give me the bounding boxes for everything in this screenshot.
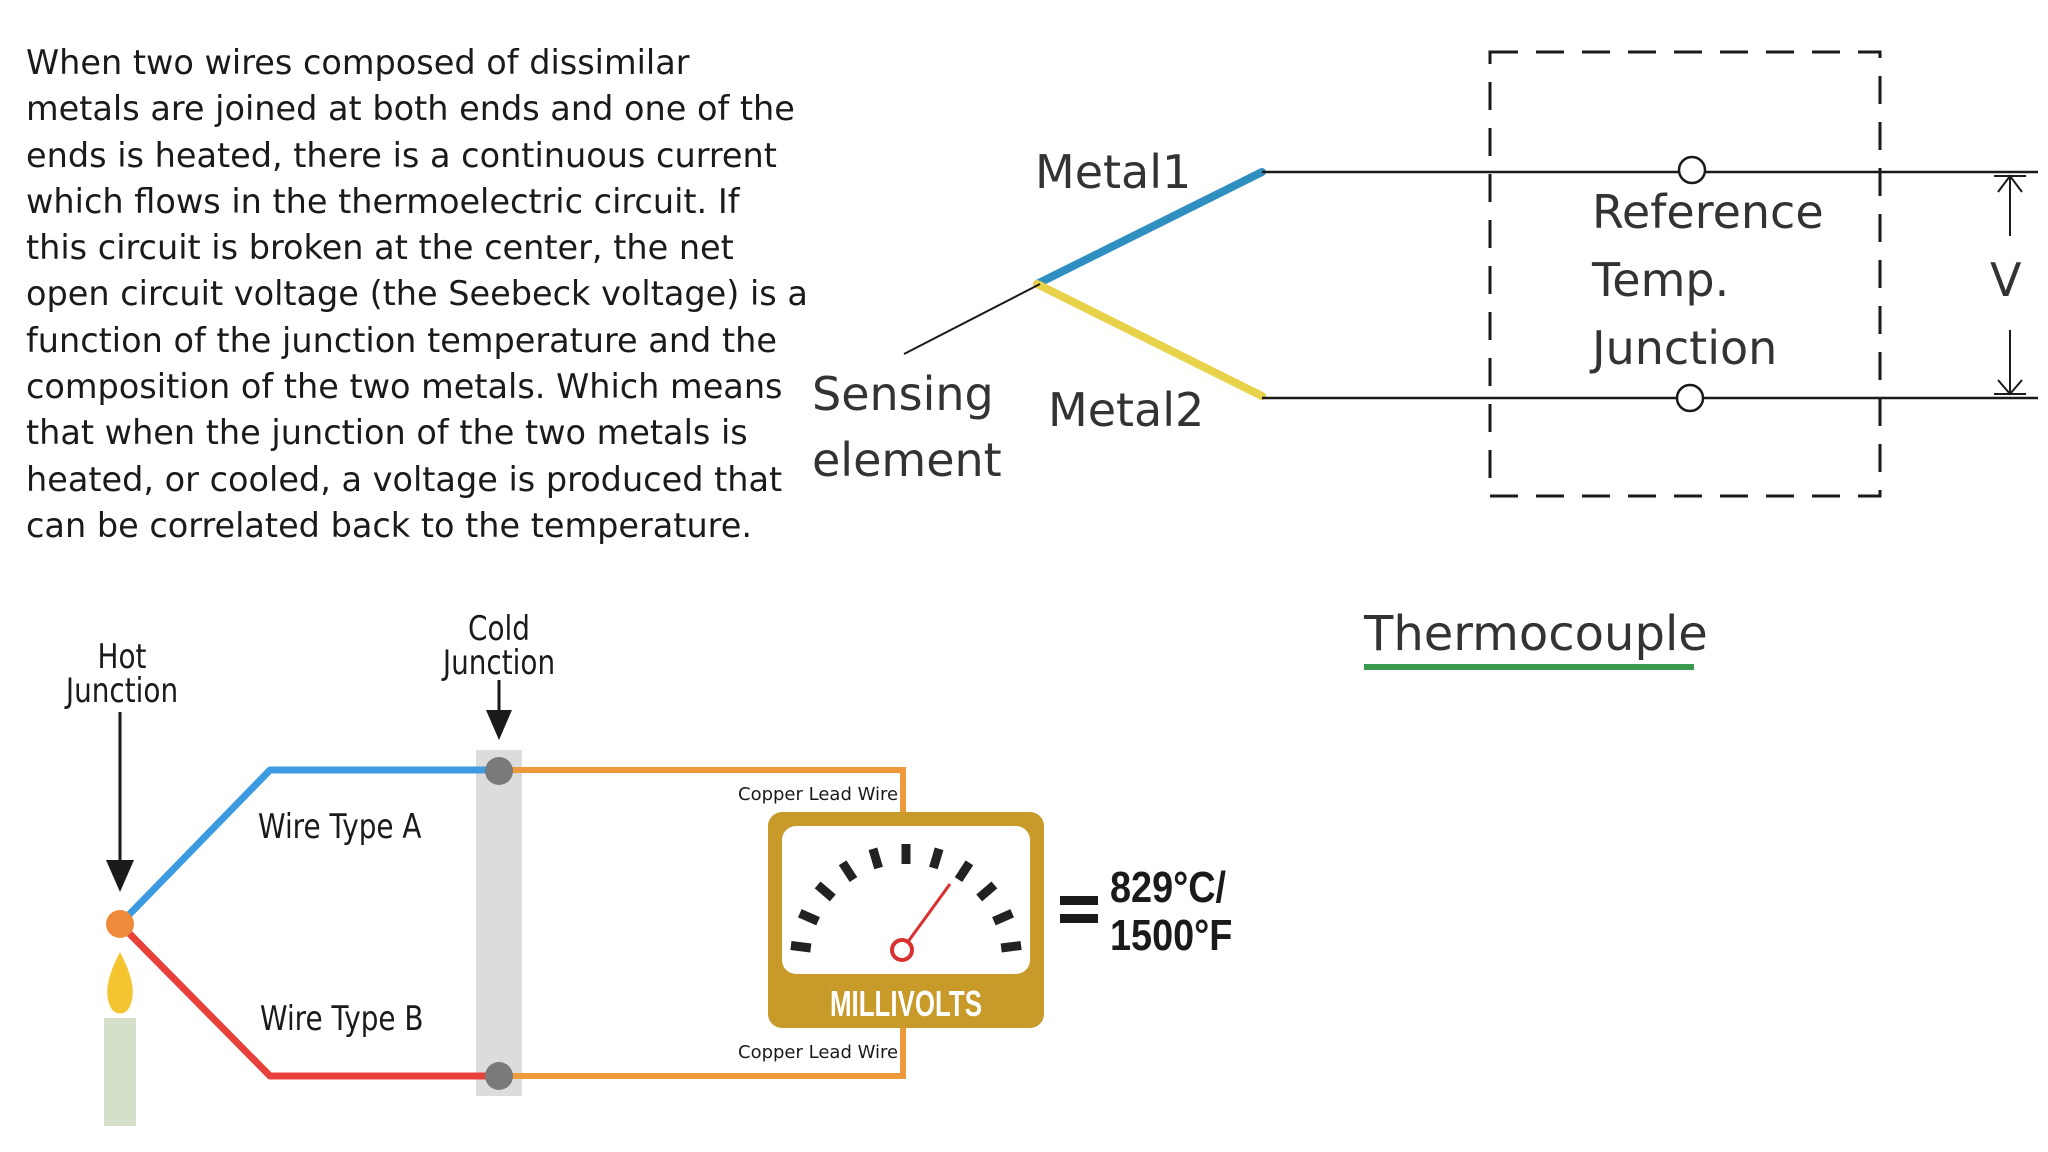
wire-type-a-label: Wire Type A — [258, 807, 421, 846]
cold-junction-label: Cold — [468, 609, 530, 648]
lower-terminal — [1675, 383, 1705, 413]
paragraph-line: open circuit voltage (the Seebeck voltag… — [26, 274, 808, 314]
paragraph-line: can be correlated back to the temperatur… — [26, 505, 752, 545]
cold-junction-terminal-bottom — [485, 1062, 513, 1090]
hot-junction-arrow — [106, 712, 134, 892]
thermocouple-schematic: Metal1 Metal2 Sensing element Reference … — [812, 50, 2038, 498]
meter-tick — [868, 847, 883, 870]
flame-icon — [107, 952, 133, 1014]
candle — [104, 1018, 136, 1126]
paragraph-line: metals are joined at both ends and one o… — [26, 89, 795, 129]
hot-junction-dot — [106, 910, 134, 938]
title-underline — [1364, 664, 1694, 670]
paragraph-line: heated, or cooled, a voltage is produced… — [26, 459, 783, 499]
wire-type-a — [117, 766, 496, 927]
sensing-element-label-2: element — [812, 433, 1002, 487]
meter-tick — [1000, 941, 1022, 953]
cold-junction-block — [476, 750, 522, 1096]
copper-lead-wire-top — [500, 767, 906, 818]
copper-lead-wire-bottom — [500, 1022, 906, 1079]
sensing-element-label: Sensing — [812, 367, 994, 421]
voltage-arrow — [1994, 174, 2026, 396]
reference-label-1: Reference — [1592, 185, 1824, 239]
millivolt-meter: MILLIVOLTS — [768, 812, 1044, 1028]
meter-tick — [954, 860, 974, 883]
paragraph-line: ends is heated, there is a continuous cu… — [26, 135, 777, 175]
cold-junction-label-2: Junction — [441, 643, 555, 682]
meter-tick — [790, 941, 812, 953]
metal1-wire — [1033, 168, 1266, 288]
upper-terminal — [1677, 155, 1707, 185]
explanation-paragraph: When two wires composed of dissimilar me… — [26, 40, 808, 549]
meter-tick — [814, 881, 836, 902]
meter-needle — [900, 883, 952, 951]
wire-type-b — [117, 921, 496, 1080]
hot-junction-label: Hot — [98, 637, 147, 676]
meter-tick — [929, 847, 944, 870]
metal2-wire — [1033, 280, 1266, 400]
paragraph-line: function of the junction temperature and… — [26, 320, 777, 360]
cold-junction-terminal-top — [485, 757, 513, 785]
reference-label-3: Junction — [1589, 321, 1777, 375]
meter-pivot — [890, 938, 914, 962]
metal1-label: Metal1 — [1035, 145, 1191, 199]
hot-junction-label-2: Junction — [64, 671, 178, 710]
page-title: Thermocouple — [1364, 606, 1708, 662]
paragraph-line: which flows in the thermoelectric circui… — [26, 181, 740, 221]
voltage-label: V — [1990, 253, 2022, 307]
metal2-label: Metal2 — [1048, 383, 1204, 437]
reference-label-2: Temp. — [1591, 253, 1729, 307]
meter-scale — [790, 844, 1022, 953]
sensing-element-pointer — [903, 283, 1041, 355]
cold-junction-arrow — [486, 680, 512, 740]
copper-lead-wire-top-label: Copper Lead Wire — [738, 784, 898, 805]
paragraph-line: composition of the two metals. Which mea… — [26, 367, 783, 407]
wire-type-b-label: Wire Type B — [260, 999, 424, 1038]
equals-sign — [1060, 896, 1098, 923]
meter-label: MILLIVOLTS — [830, 984, 982, 1024]
paragraph-line: that when the junction of the two metals… — [26, 413, 748, 453]
paragraph-line: When two wires composed of dissimilar — [26, 43, 690, 82]
meter-tick — [992, 909, 1015, 926]
meter-tick — [976, 881, 998, 902]
reference-junction-box — [1488, 50, 1882, 498]
meter-tick — [797, 909, 820, 926]
temperature-reading-celsius: 829°C/ — [1110, 862, 1226, 911]
paragraph-line: this circuit is broken at the center, th… — [26, 228, 734, 268]
temperature-reading-fahrenheit: 1500°F — [1110, 910, 1232, 959]
meter-tick — [838, 860, 858, 883]
title-block: Thermocouple — [1364, 606, 1708, 670]
copper-lead-wire-bottom-label: Copper Lead Wire — [738, 1042, 898, 1063]
